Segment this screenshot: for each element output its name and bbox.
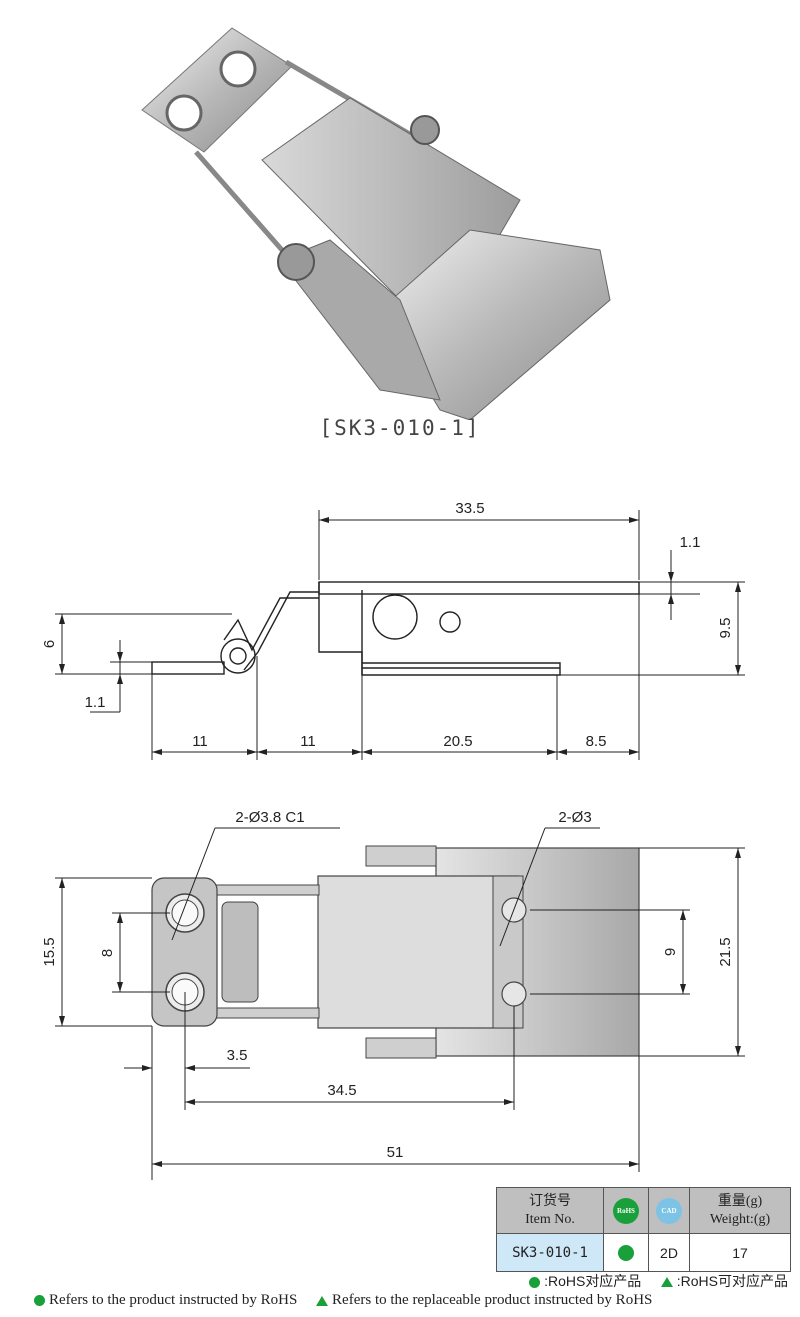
side-view-drawing: 33.5 1.1 9.5 6 1.1 11 11 [41, 500, 745, 760]
product-caption: [SK3-010-1] [319, 416, 481, 440]
dim-overall-length: 33.5 [455, 500, 484, 517]
dim-seg3: 20.5 [443, 733, 472, 750]
dim-total-length: 51 [387, 1144, 404, 1161]
green-triangle-icon [316, 1295, 329, 1306]
green-dot-icon [529, 1276, 541, 1288]
dim-seg4: 8.5 [586, 733, 607, 750]
header-rohs: RoHS [603, 1187, 649, 1234]
dim-pitch-left: 8 [99, 949, 116, 957]
dim-offset: 3.5 [227, 1047, 248, 1064]
table-row: SK3-010-1 2D 17 [496, 1233, 791, 1272]
header-item-no: 订货号 Item No. [496, 1187, 604, 1234]
cad-badge-icon: CAD [656, 1197, 682, 1224]
dim-thickness-top: 1.1 [680, 534, 701, 551]
green-triangle-icon [660, 1277, 673, 1288]
legend-english: Refers to the product instructed by RoHS… [34, 1292, 652, 1309]
weight-cell: 17 [689, 1233, 791, 1272]
item-no-cell: SK3-010-1 [496, 1233, 604, 1272]
green-dot-icon [34, 1295, 45, 1307]
rohs-badge-icon: RoHS [613, 1197, 639, 1224]
dim-pitch-right: 9 [662, 948, 679, 956]
rohs-dot-icon [618, 1245, 634, 1262]
dim-width-left: 15.5 [41, 937, 58, 966]
top-view-drawing: 2-Ø3.8 C1 2-Ø3 15.5 8 9 21.5 3.5 34.5 51 [41, 809, 745, 1180]
dim-hole-distance: 34.5 [327, 1082, 356, 1099]
header-weight: 重量(g) Weight:(g) [689, 1187, 791, 1234]
dim-hole-right: 2-Ø3 [558, 809, 591, 826]
rohs-cell [603, 1233, 649, 1272]
header-cad: CAD [648, 1187, 690, 1234]
dim-height-right: 9.5 [717, 618, 734, 639]
dim-seg2: 11 [300, 733, 316, 750]
cad-cell: 2D [648, 1233, 690, 1272]
legend-chinese: :RoHS对应产品 :RoHS可对应产品 [529, 1271, 788, 1291]
product-photo [141, 27, 611, 420]
dim-seg1: 11 [192, 733, 208, 750]
spec-table: 订货号 Item No. RoHS CAD 重量(g) Weight:(g) S… [496, 1187, 791, 1272]
dim-width-right: 21.5 [717, 937, 734, 966]
dim-height-left: 6 [41, 640, 58, 648]
dim-hole-left: 2-Ø3.8 C1 [235, 809, 304, 826]
dim-thickness-left: 1.1 [85, 694, 106, 711]
